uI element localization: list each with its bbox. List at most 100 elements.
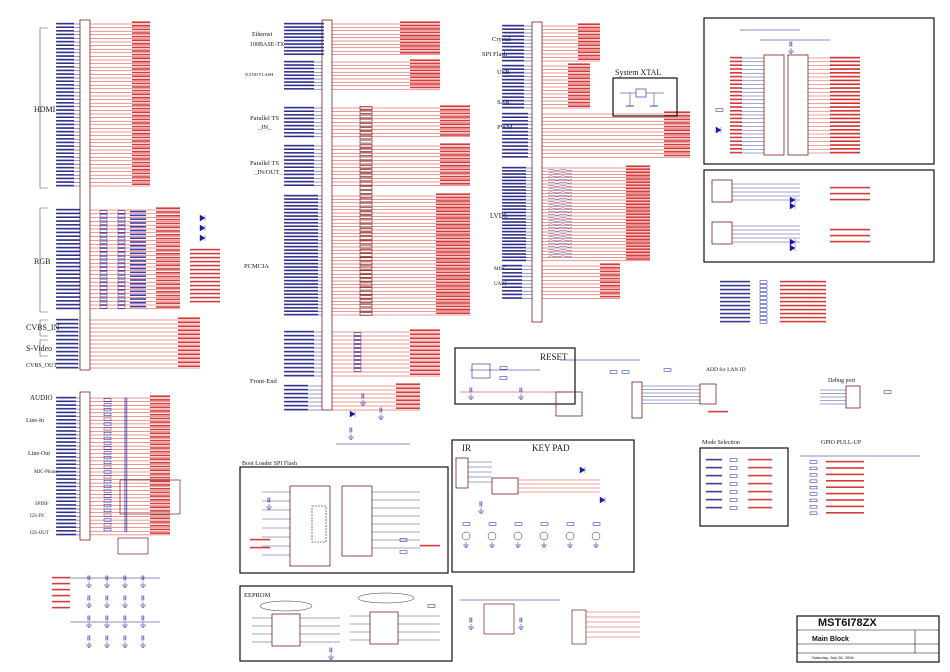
pin-label-mark	[284, 121, 314, 123]
rgb-net-label	[190, 256, 220, 259]
mode-selection-rows	[706, 458, 772, 510]
pin-label-mark	[56, 116, 74, 118]
net-label-mark	[440, 147, 470, 149]
rgb-resistor	[117, 244, 126, 248]
net-label-mark	[400, 35, 440, 37]
net-label-mark	[440, 109, 470, 111]
net-label-mark	[150, 450, 170, 453]
reset-title: RESET	[540, 352, 568, 362]
center-pin-rows	[284, 21, 470, 411]
line-out-label: Line-Out	[28, 451, 50, 457]
mode-selection-section: Mode Selection GPIO PULL-UP	[699, 440, 862, 527]
pin-label-mark	[284, 354, 314, 357]
net-label-mark	[440, 157, 470, 160]
net-label-mark	[436, 193, 470, 195]
pin-label-mark	[502, 49, 524, 51]
conn-left-label	[730, 79, 742, 82]
net-label-mark	[156, 211, 180, 213]
rgb-part-label	[130, 252, 146, 255]
net-label-mark	[150, 499, 170, 501]
pin-label-mark	[502, 182, 526, 185]
conn-left-label	[730, 117, 742, 120]
net-label-mark	[436, 254, 470, 257]
pin-label-mark	[284, 135, 314, 138]
net-label-mark	[626, 242, 650, 244]
net-label-mark	[626, 229, 650, 231]
audio-resistor	[103, 427, 112, 431]
pin-label-mark	[284, 194, 318, 197]
pin-label-mark	[284, 266, 318, 268]
pin-label-mark	[502, 234, 526, 236]
conn-left-label	[730, 129, 742, 131]
pin-label-mark	[284, 330, 314, 333]
audio-resistor	[103, 489, 112, 493]
net-label-mark	[440, 175, 470, 178]
pin-label-mark	[502, 192, 526, 194]
net-label-mark	[150, 476, 170, 479]
net-label-mark	[436, 271, 470, 274]
series-resistor-pack	[359, 118, 373, 123]
net-label-mark	[440, 168, 470, 171]
lvds-pair-wire	[547, 198, 573, 200]
net-label-mark	[440, 183, 470, 185]
rgb-resistor	[117, 233, 126, 237]
conn-right-label	[830, 56, 860, 59]
pin-label-mark	[284, 46, 324, 49]
pin-label-mark	[284, 43, 324, 45]
right-pin-rows	[502, 23, 690, 299]
pin-label-mark	[502, 179, 526, 182]
net-label-mark	[436, 207, 470, 209]
pin-label-mark	[284, 166, 314, 168]
net-label-mark	[132, 21, 150, 23]
net-label-mark	[664, 122, 690, 124]
lvds-pair-wire	[547, 223, 573, 226]
ir-title: IR	[462, 443, 471, 453]
net-label-mark	[410, 79, 440, 82]
cvbs-bracket	[39, 319, 48, 337]
rgb-part-label	[130, 275, 146, 277]
mode-source-label	[706, 458, 722, 461]
ground-symbol	[541, 542, 547, 548]
lvds-pair-wire	[547, 233, 573, 235]
pin-label-mark	[502, 123, 528, 126]
net-label-mark	[440, 172, 470, 174]
net-label-mark	[156, 249, 180, 251]
net-label-mark	[436, 295, 470, 297]
pin-label-mark	[56, 407, 76, 410]
net-label-mark	[132, 89, 150, 92]
svideo-bracket	[39, 339, 48, 357]
pin-label-mark	[56, 220, 80, 222]
conn-right-label	[830, 110, 860, 112]
net-label-mark	[626, 255, 650, 257]
conn-right-label	[830, 106, 860, 108]
net-label-mark	[132, 25, 150, 27]
series-resistor-pack	[359, 274, 373, 278]
pin-label-mark	[284, 53, 324, 55]
pin-label-mark	[502, 141, 528, 144]
pcmcia-label: PCMCIA	[244, 263, 269, 270]
series-resistor-pack	[359, 169, 373, 173]
net-label-mark	[156, 222, 180, 225]
keypad-resistor	[592, 522, 601, 526]
rgb-resistor	[117, 301, 126, 305]
rgb-resistor	[117, 294, 126, 298]
net-label-mark	[132, 61, 150, 63]
conn-left-label	[730, 94, 742, 97]
pin-label-mark	[284, 384, 308, 387]
eeprom-ic-2	[369, 611, 399, 645]
net-label-mark	[400, 52, 440, 54]
gpio-resistor	[759, 304, 768, 308]
net-label-mark	[664, 147, 690, 149]
pin-label-mark	[284, 303, 318, 306]
rgb-net-label	[190, 248, 220, 251]
net-label-mark	[664, 154, 690, 157]
net-label-mark	[132, 46, 150, 49]
spi-flash-label: SPI Flash	[482, 51, 508, 58]
ground-symbol	[489, 542, 495, 548]
lvds-pair-wire	[547, 191, 573, 194]
net-label-mark	[150, 454, 170, 457]
net-label-mark	[132, 176, 150, 178]
conn-left-label	[730, 91, 742, 93]
video-ic-body	[79, 19, 91, 371]
pin-label-mark	[284, 388, 308, 391]
